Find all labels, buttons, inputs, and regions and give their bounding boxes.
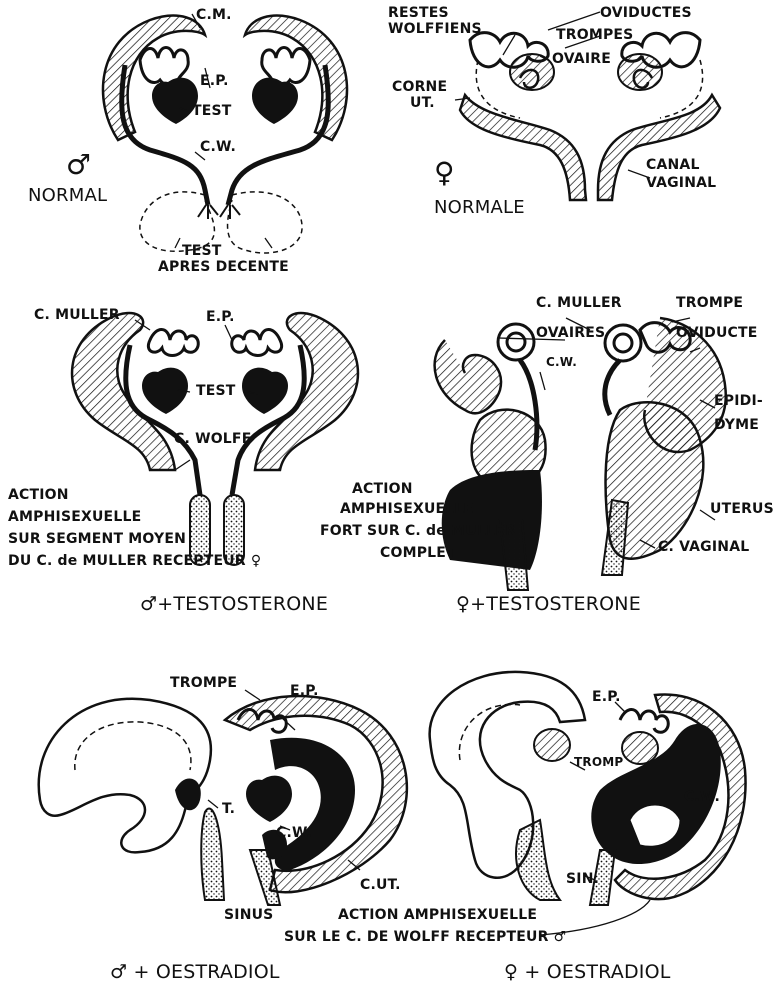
label-ovaire: OVAIRE	[552, 52, 611, 67]
label-c-wolff: C. WOLFF	[174, 432, 251, 447]
label-test-t: TEST	[196, 384, 236, 399]
label-bottom-action-2: SUR LE C. DE WOLFF RECEPTEUR ♂	[284, 930, 566, 945]
label-ep: E.P.	[200, 74, 229, 89]
label-restes: RESTES	[388, 6, 449, 21]
label-oviducte: OVIDUCTE	[676, 326, 758, 341]
label-cw-m: C.W.	[276, 826, 312, 841]
label-canal: CANAL	[646, 158, 700, 173]
caption-male-testosterone: ♂+TESTOSTERONE	[140, 594, 328, 615]
label-vaginal: VAGINAL	[646, 176, 716, 191]
label-epididyme-2: DYME	[714, 418, 759, 433]
label-action-4: DU C. de MULLER RECEPTEUR ♀	[8, 554, 261, 569]
female-symbol-icon: ♀	[434, 158, 455, 188]
label-c-vaginal: C. VAGINAL	[658, 540, 749, 555]
label-ep-f: E.P.	[592, 690, 621, 705]
label-c-ut: C.UT.	[360, 878, 401, 893]
label-trompe-f: TROMPE	[676, 296, 743, 311]
label-action-3: SUR SEGMENT MOYEN	[8, 532, 186, 547]
muller-duct-left	[103, 16, 205, 140]
label-oviductes: OVIDUCTES	[600, 6, 692, 21]
caption-female-oestradiol: ♀ + OESTRADIOL	[504, 962, 671, 983]
label-cm: C.M.	[196, 8, 232, 23]
label-ut: UT.	[410, 96, 435, 111]
caption-normal: NORMAL	[28, 186, 107, 206]
ovary-right	[618, 54, 662, 90]
caption-female-testosterone: ♀+TESTOSTERONE	[456, 594, 641, 615]
caption-normale: NORMALE	[434, 198, 525, 218]
testis-right-t	[242, 368, 288, 414]
label-action-2: AMPHISEXUELLE	[8, 510, 141, 525]
label-action-f-1: ACTION	[352, 482, 413, 497]
label-ovaires: OVAIRES	[536, 326, 605, 341]
muller-duct-right	[245, 16, 347, 140]
label-tromp: TROMP	[574, 756, 623, 769]
label-action-f-4: COMPLET	[380, 546, 456, 561]
label-test-after: TEST	[182, 244, 222, 259]
label-trompe-m: TROMPE	[170, 676, 237, 691]
label-sinus: SINUS	[224, 908, 273, 923]
label-corne: CORNE	[392, 80, 447, 95]
label-ep-t: E.P.	[206, 310, 235, 325]
testis-right	[252, 78, 298, 124]
label-sin: SIN.	[566, 872, 599, 887]
sinus-dots	[201, 809, 224, 900]
label-ep-m: E.P.	[290, 684, 319, 699]
label-c-muller-f: C. MULLER	[536, 296, 622, 311]
label-wolffiens: WOLFFIENS	[388, 22, 482, 37]
panel-male-normal	[103, 14, 347, 253]
label-test: TEST	[192, 104, 232, 119]
label-cw-f2: C.W.	[684, 790, 720, 805]
label-epididyme-1: EPIDI-	[714, 394, 763, 409]
white-uterus-left	[39, 699, 211, 853]
label-action-f-3: FORT SUR C. de MULLER	[320, 524, 516, 539]
label-cw: C.W.	[200, 140, 236, 155]
label-t: T.	[222, 802, 235, 817]
label-trompes: TROMPES	[556, 28, 633, 43]
label-c-muller: C. MULLER	[34, 308, 120, 323]
panel-male-oestradiol	[39, 690, 407, 905]
label-action-1: ACTION	[8, 488, 69, 503]
label-bottom-action-1: ACTION AMPHISEXUELLE	[338, 908, 537, 923]
label-cw-f: C.W.	[546, 356, 577, 369]
label-apres-decente: APRES DECENTE	[158, 260, 289, 275]
caption-male-oestradiol: ♂ + OESTRADIOL	[110, 962, 280, 983]
muller-left-coil	[435, 340, 501, 413]
uterine-horn-left	[460, 95, 586, 200]
black-mass-left	[442, 470, 542, 570]
male-symbol-icon: ♂	[66, 150, 91, 180]
label-uterus: UTERUS	[710, 502, 774, 517]
label-action-f-2: AMPHISEXUELLE	[340, 502, 473, 517]
white-duct-right	[430, 672, 585, 878]
